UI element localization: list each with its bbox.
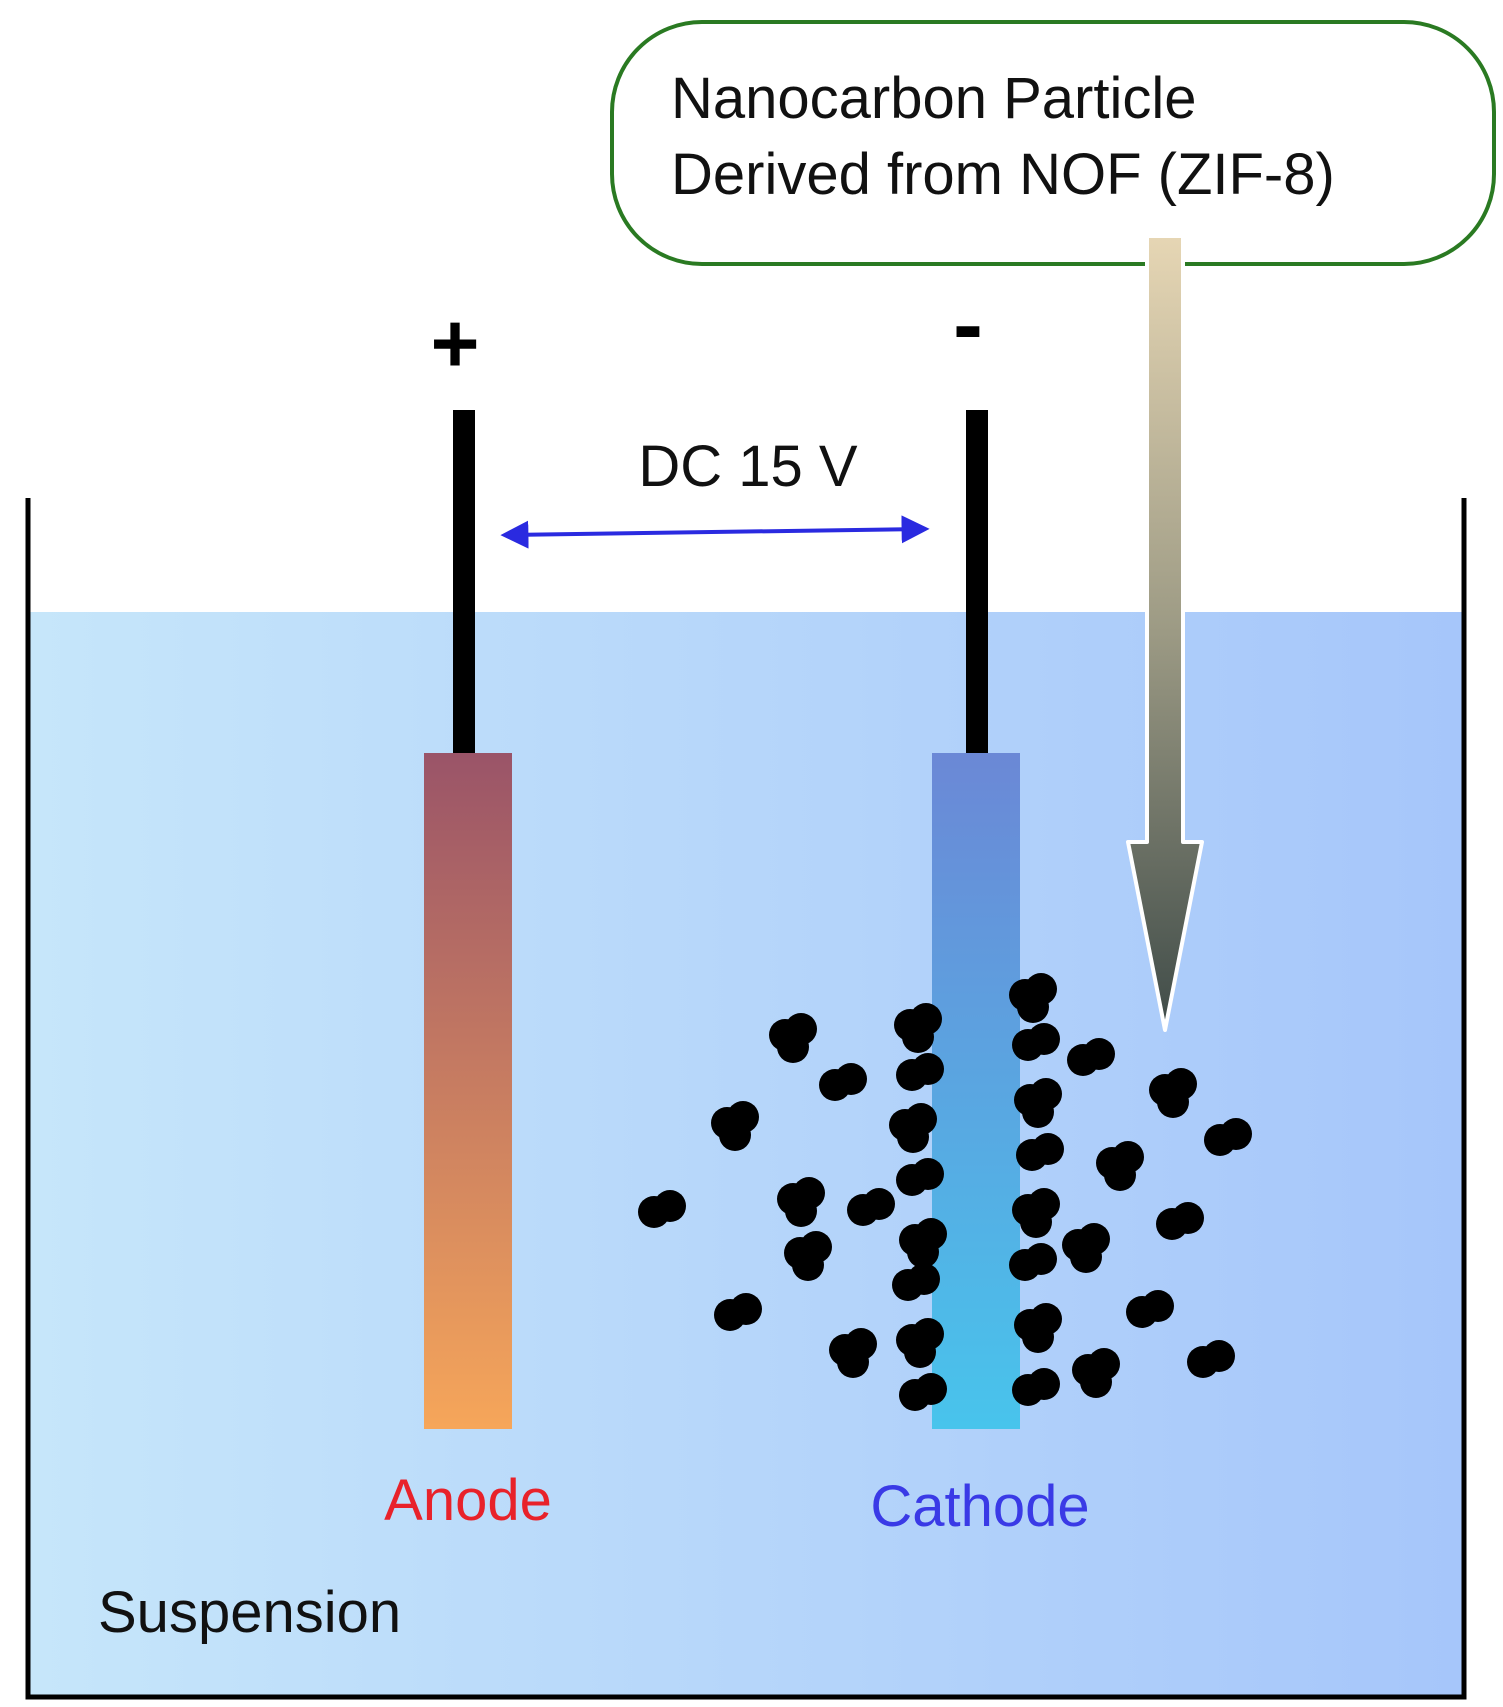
particle-dot bbox=[1172, 1202, 1204, 1234]
particle-dot bbox=[1032, 1133, 1064, 1165]
cathode-electrode bbox=[932, 753, 1020, 1429]
cathode-label: Cathode bbox=[870, 1474, 1089, 1539]
particle-dot bbox=[1220, 1118, 1252, 1150]
suspension-label: Suspension bbox=[98, 1580, 401, 1645]
particle-dot bbox=[730, 1293, 762, 1325]
callout-line-2: Derived from NOF (ZIF-8) bbox=[671, 142, 1335, 207]
nanocarbon-particles bbox=[638, 973, 1252, 1411]
particle-callout-box bbox=[610, 20, 1496, 266]
particle-dot bbox=[907, 1236, 939, 1268]
particle-dot bbox=[719, 1119, 751, 1151]
particle-dot bbox=[777, 1031, 809, 1063]
beaker bbox=[25, 498, 1467, 1700]
particle-dot bbox=[1203, 1340, 1235, 1372]
voltage-label: DC 15 V bbox=[638, 434, 858, 499]
particle-dot bbox=[1157, 1086, 1189, 1118]
particle-dot bbox=[1080, 1366, 1112, 1398]
particle-dot bbox=[912, 1158, 944, 1190]
particle-dot bbox=[1022, 1096, 1054, 1128]
particle-dot bbox=[904, 1336, 936, 1368]
particle-dot bbox=[902, 1021, 934, 1053]
particle-dot bbox=[1083, 1038, 1115, 1070]
negative-terminal-sign: - bbox=[953, 275, 983, 375]
particle-dot bbox=[915, 1373, 947, 1405]
particle-dot bbox=[837, 1346, 869, 1378]
particle-dot bbox=[897, 1121, 929, 1153]
suspension-liquid bbox=[28, 612, 1464, 1696]
voltage-double-arrow bbox=[500, 515, 930, 549]
particle-dot bbox=[1142, 1290, 1174, 1322]
particle-dot bbox=[785, 1195, 817, 1227]
particle-dot bbox=[1025, 1243, 1057, 1275]
callout-line-1: Nanocarbon Particle bbox=[671, 66, 1197, 131]
anode-label: Anode bbox=[384, 1468, 552, 1533]
anode-wire bbox=[453, 410, 475, 755]
particle-dot bbox=[1020, 1206, 1052, 1238]
particle-dot bbox=[1028, 1368, 1060, 1400]
particle-pointer-arrow bbox=[1126, 234, 1204, 1032]
particle-dot bbox=[912, 1053, 944, 1085]
particle-dot bbox=[1104, 1159, 1136, 1191]
particle-dot bbox=[1070, 1241, 1102, 1273]
cathode-wire bbox=[966, 410, 988, 755]
particle-dot bbox=[1022, 1321, 1054, 1353]
particle-dot bbox=[1028, 1023, 1060, 1055]
positive-terminal-sign: + bbox=[430, 296, 479, 390]
particle-dot bbox=[835, 1063, 867, 1095]
particle-dot bbox=[863, 1188, 895, 1220]
particle-dot bbox=[792, 1249, 824, 1281]
particle-dot bbox=[654, 1190, 686, 1222]
particle-dot bbox=[908, 1263, 940, 1295]
particle-dot bbox=[1017, 991, 1049, 1023]
anode-electrode bbox=[424, 753, 512, 1429]
